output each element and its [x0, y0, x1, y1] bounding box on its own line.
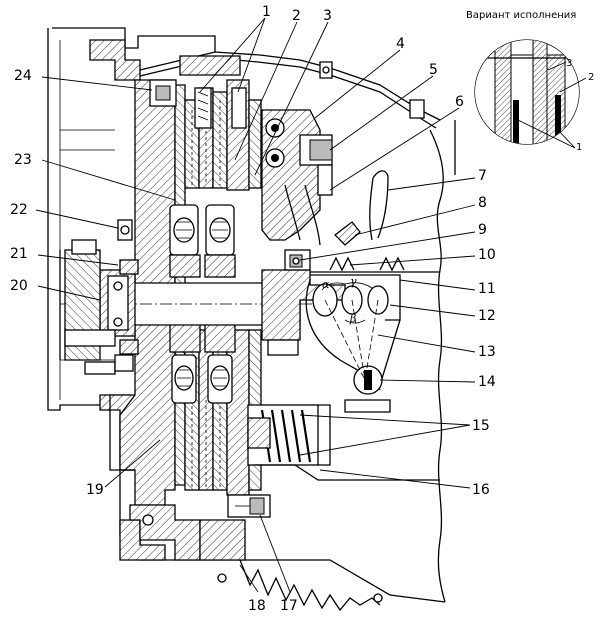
- callout-3: 3: [323, 8, 332, 24]
- callout-5: 5: [429, 62, 438, 78]
- angle-gamma: γ: [350, 275, 357, 288]
- callout-16: 16: [472, 482, 490, 498]
- callout-20: 20: [10, 278, 28, 294]
- inset-label-1: 1: [576, 142, 582, 153]
- callout-2: 2: [292, 8, 301, 24]
- pressure-springs: [247, 404, 440, 481]
- bottom-gear-ring: [199, 519, 446, 612]
- inset-title: Вариант исполнения: [466, 10, 576, 21]
- leader-lines: [35, 17, 476, 593]
- release-lever: [334, 170, 389, 246]
- damper-springs: [169, 204, 235, 404]
- callout-13: 13: [478, 344, 496, 360]
- variant-inset: Вариант исполнения 3 2 1: [466, 10, 594, 153]
- callout-24: 24: [14, 68, 32, 84]
- callout-4: 4: [396, 36, 405, 52]
- callouts: 1 2 3 4 5 6 7 8 9 10 11 12 13 14 15 16 1…: [10, 4, 496, 614]
- input-shaft: [59, 249, 320, 375]
- callout-7: 7: [478, 168, 487, 184]
- inset-label-2: 2: [588, 72, 594, 83]
- callout-11: 11: [478, 281, 496, 297]
- top-cover: [139, 51, 441, 129]
- disc-hubs: [169, 254, 236, 353]
- callout-23: 23: [14, 152, 32, 168]
- inset-label-3: 3: [566, 58, 572, 69]
- callout-10: 10: [478, 247, 496, 263]
- callout-9: 9: [478, 222, 487, 238]
- callout-17: 17: [280, 598, 298, 614]
- callout-15: 15: [472, 418, 490, 434]
- clamp-bolt: [227, 494, 271, 518]
- pressure-lever: [261, 109, 333, 246]
- callout-19: 19: [86, 482, 104, 498]
- callout-12: 12: [478, 308, 496, 324]
- callout-14: 14: [478, 374, 496, 390]
- callout-18: 18: [248, 598, 266, 614]
- angle-alpha: α: [322, 278, 330, 291]
- release-fork: [305, 274, 401, 413]
- angle-beta: β: [349, 312, 356, 325]
- callout-22: 22: [10, 202, 28, 218]
- pilot-parts: [71, 219, 139, 372]
- callout-21: 21: [10, 246, 28, 262]
- release-spring: [310, 256, 440, 273]
- callout-6: 6: [455, 94, 464, 110]
- callout-8: 8: [478, 195, 487, 211]
- callout-1: 1: [262, 4, 271, 20]
- cover-bolts: [149, 79, 247, 129]
